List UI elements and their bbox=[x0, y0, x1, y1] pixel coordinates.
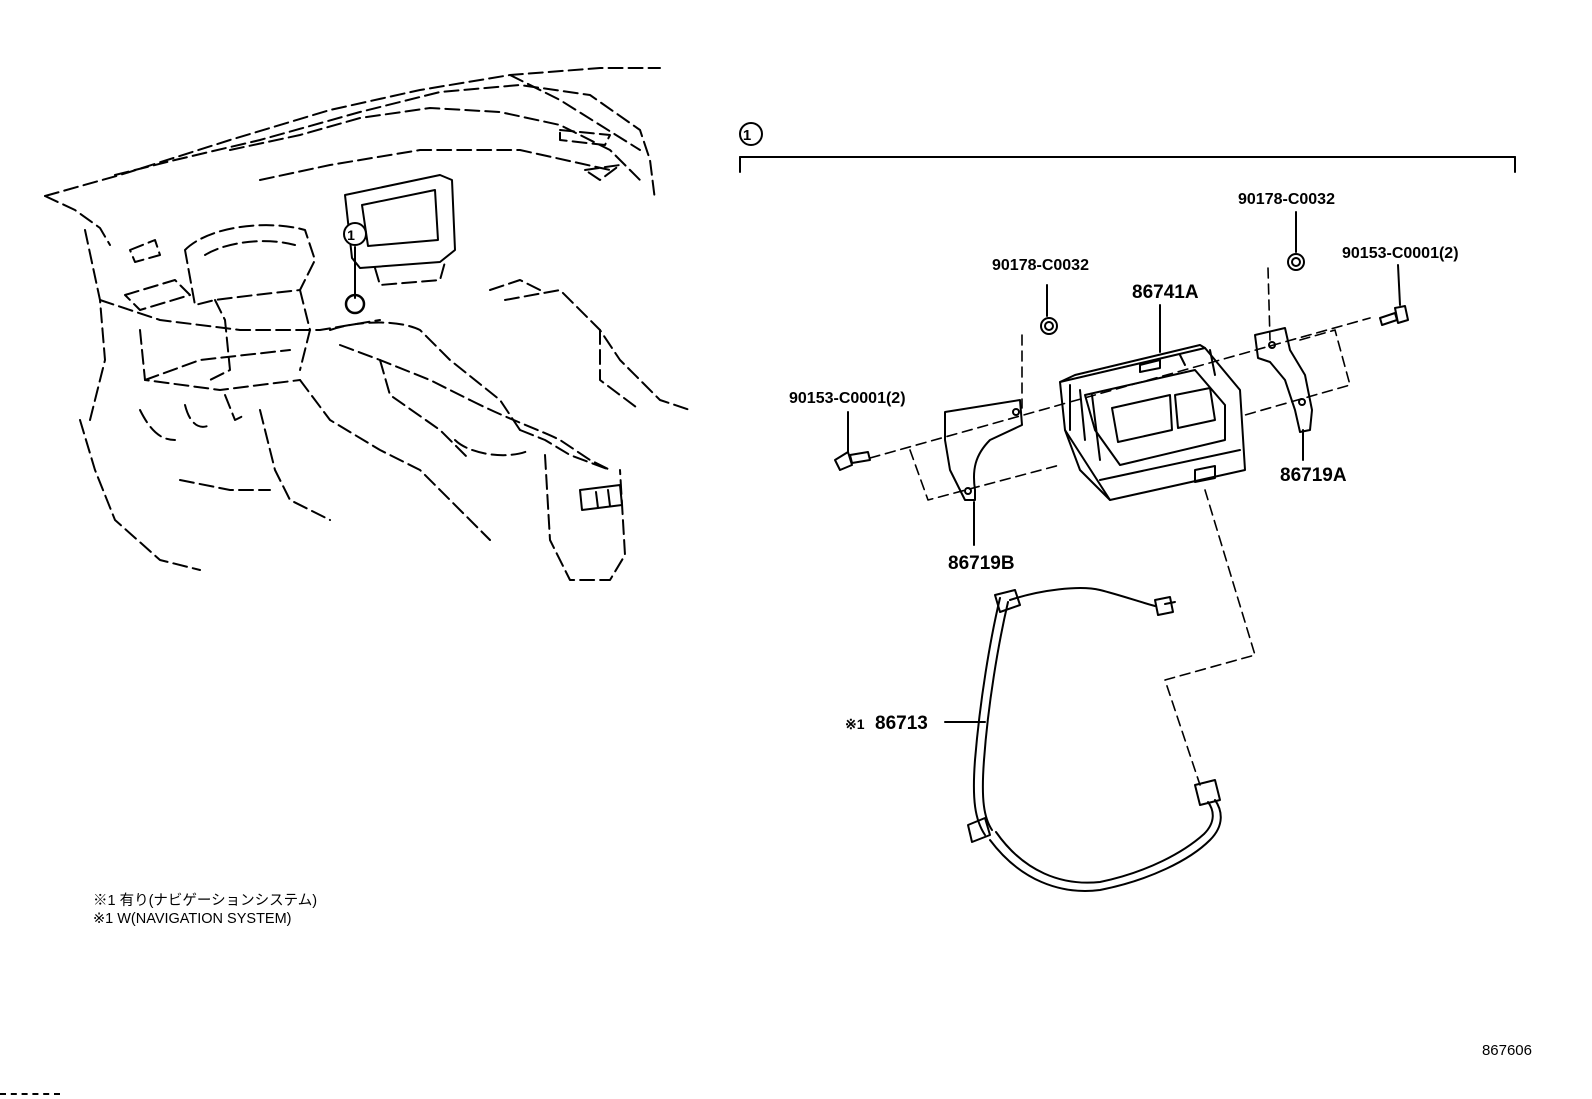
group-bracket bbox=[739, 122, 1516, 173]
dashboard-illustration bbox=[44, 67, 691, 581]
bracket-right bbox=[1254, 327, 1313, 461]
nut-left bbox=[1040, 284, 1058, 335]
screw-left bbox=[834, 411, 871, 471]
group-marker-number: 1 bbox=[743, 127, 751, 144]
label-bracket-right: 86719A bbox=[1280, 465, 1347, 486]
label-nut-right: 90178-C0032 bbox=[1238, 191, 1335, 208]
footnote-jp: ※1 有り(ナビゲーションシステム) bbox=[93, 893, 318, 909]
navigation-unit bbox=[1059, 344, 1246, 501]
corner-mark bbox=[0, 1093, 60, 1099]
diagram-id: 867606 bbox=[1481, 1042, 1532, 1059]
label-harness: 86713 bbox=[875, 713, 928, 734]
label-bracket-left: 86719B bbox=[948, 553, 1015, 574]
label-unit: 86741A bbox=[1132, 282, 1199, 303]
label-nut-left: 90178-C0032 bbox=[992, 257, 1089, 274]
assembly-lines bbox=[869, 267, 1371, 786]
label-screw-right: 90153-C0001(2) bbox=[1342, 245, 1459, 262]
label-harness-prefix: ※1 bbox=[845, 716, 865, 732]
harness bbox=[944, 587, 1222, 892]
bracket-left bbox=[944, 399, 1023, 546]
dashboard-callout-number: 1 bbox=[347, 227, 355, 243]
nut-right bbox=[1287, 211, 1305, 271]
footnote-en: ※1 W(NAVIGATION SYSTEM) bbox=[93, 911, 292, 927]
label-screw-left: 90153-C0001(2) bbox=[789, 390, 906, 407]
dashboard-callout bbox=[343, 222, 367, 315]
screw-right bbox=[1379, 264, 1409, 326]
